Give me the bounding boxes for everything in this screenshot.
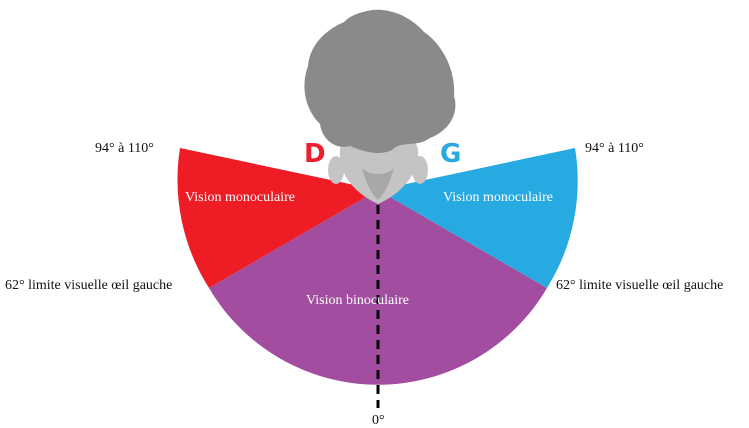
right-limit-label: 62° limite visuelle œil gauche	[556, 278, 723, 293]
left-limit-label: 62° limite visuelle œil gauche	[5, 278, 172, 293]
head-top-view-icon	[304, 10, 455, 204]
right-eye-letter: D	[304, 139, 326, 169]
zero-degree-label: 0°	[372, 413, 385, 428]
left-angle-range-label: 94° à 110°	[95, 141, 154, 156]
right-ear	[412, 156, 428, 184]
right-monocular-label: Vision monoculaire	[443, 190, 553, 205]
left-monocular-label: Vision monoculaire	[185, 190, 295, 205]
binocular-label: Vision binoculaire	[306, 293, 409, 308]
right-angle-range-label: 94° à 110°	[585, 141, 644, 156]
hair-shape	[304, 10, 455, 153]
left-ear	[328, 156, 344, 184]
left-eye-letter: G	[440, 139, 461, 169]
